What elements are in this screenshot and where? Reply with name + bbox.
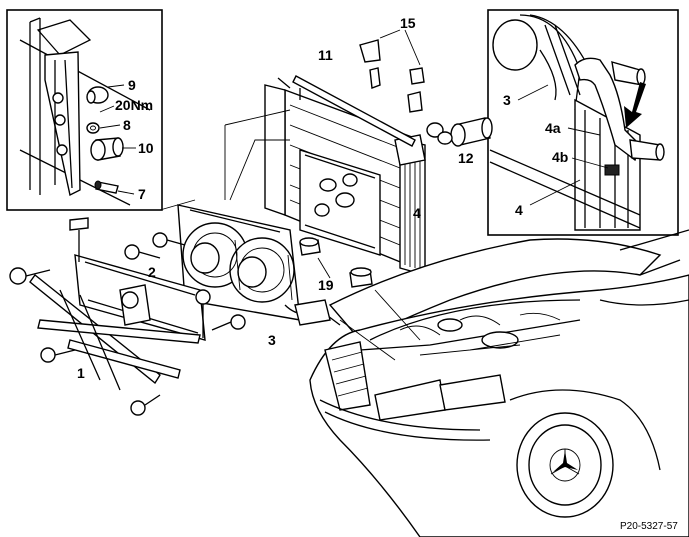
callout-11: 11 <box>318 47 333 63</box>
screw-mid-1 <box>124 244 161 260</box>
screws <box>9 217 246 416</box>
inset-callout-4a: 4a <box>545 120 561 136</box>
screw-right <box>211 314 246 331</box>
inset-callout-4: 4 <box>515 202 523 218</box>
radiator <box>264 75 426 276</box>
callout-9: 9 <box>128 77 136 93</box>
callout-19: 19 <box>318 277 334 293</box>
fan-motor-right <box>237 256 267 288</box>
lower-bracket <box>29 273 201 391</box>
callout-8: 8 <box>123 117 131 133</box>
clip-4b <box>604 164 620 176</box>
inset-callout-4b: 4b <box>552 149 568 165</box>
screw-mid-2 <box>152 232 186 248</box>
screw-lower-2 <box>130 394 161 416</box>
callout-2: 2 <box>148 264 156 280</box>
fan-motor-detail <box>492 19 538 71</box>
drawing-code: P20-5327-57 <box>620 521 678 532</box>
screw-lower-1 <box>40 347 76 363</box>
car-wheel <box>516 412 614 518</box>
inset-left: 9 20Nm 8 10 7 <box>6 9 163 211</box>
screw-center <box>195 289 211 338</box>
callout-10: 10 <box>138 140 154 156</box>
fan-shroud <box>177 204 341 326</box>
callout-torque: 20Nm <box>115 97 153 113</box>
screw-top <box>69 217 89 262</box>
callout-4: 4 <box>413 205 421 221</box>
car-front <box>309 229 689 537</box>
bolt-7 <box>94 180 119 194</box>
callout-1: 1 <box>77 365 85 381</box>
plugs-19 <box>299 237 373 321</box>
fan-motor-left <box>190 242 220 274</box>
washer-8 <box>86 122 100 134</box>
star-emblem-icon <box>553 450 578 472</box>
callout-15: 15 <box>400 15 416 31</box>
direction-arrow-icon <box>624 82 646 128</box>
inset-callout-3: 3 <box>503 92 511 108</box>
rubber-bushing-9 <box>86 86 109 104</box>
hose-12 <box>450 117 493 147</box>
bushing-10 <box>90 137 124 161</box>
callout-7: 7 <box>138 186 146 202</box>
inset-right: 3 4a 4b 4 <box>487 9 679 236</box>
clamps-15 <box>359 39 453 145</box>
retaining-strip-11 <box>292 75 416 147</box>
screw-left <box>9 267 51 285</box>
callout-3: 3 <box>268 332 276 348</box>
callout-12: 12 <box>458 150 474 166</box>
fan-cover <box>74 254 206 341</box>
